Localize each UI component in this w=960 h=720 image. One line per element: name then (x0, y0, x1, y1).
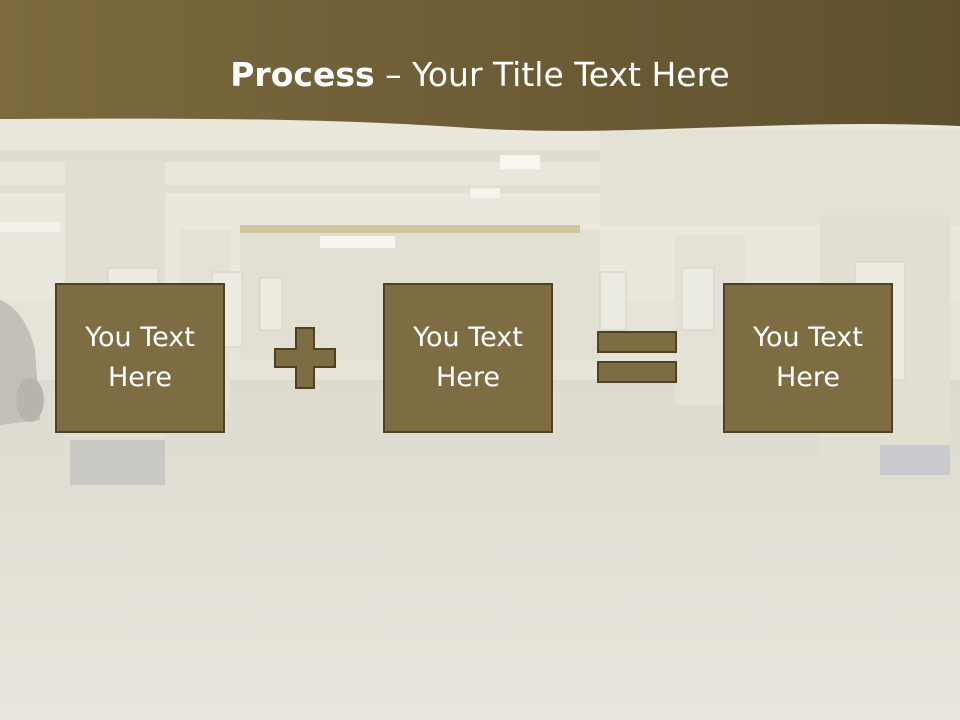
title-rest: – Your Title Text Here (374, 55, 730, 94)
title-bold-word: Process (230, 55, 375, 94)
equals-icon (597, 331, 677, 383)
slide-title: Process – Your Title Text Here (0, 52, 960, 98)
plus-icon (274, 327, 336, 389)
process-box-3-text: You Text Here (753, 322, 863, 393)
process-box-2[interactable]: You Text Here (383, 283, 553, 433)
process-box-3[interactable]: You Text Here (723, 283, 893, 433)
process-box-1[interactable]: You Text Here (55, 283, 225, 433)
process-box-2-text: You Text Here (413, 322, 523, 393)
process-box-1-text: You Text Here (85, 322, 195, 393)
